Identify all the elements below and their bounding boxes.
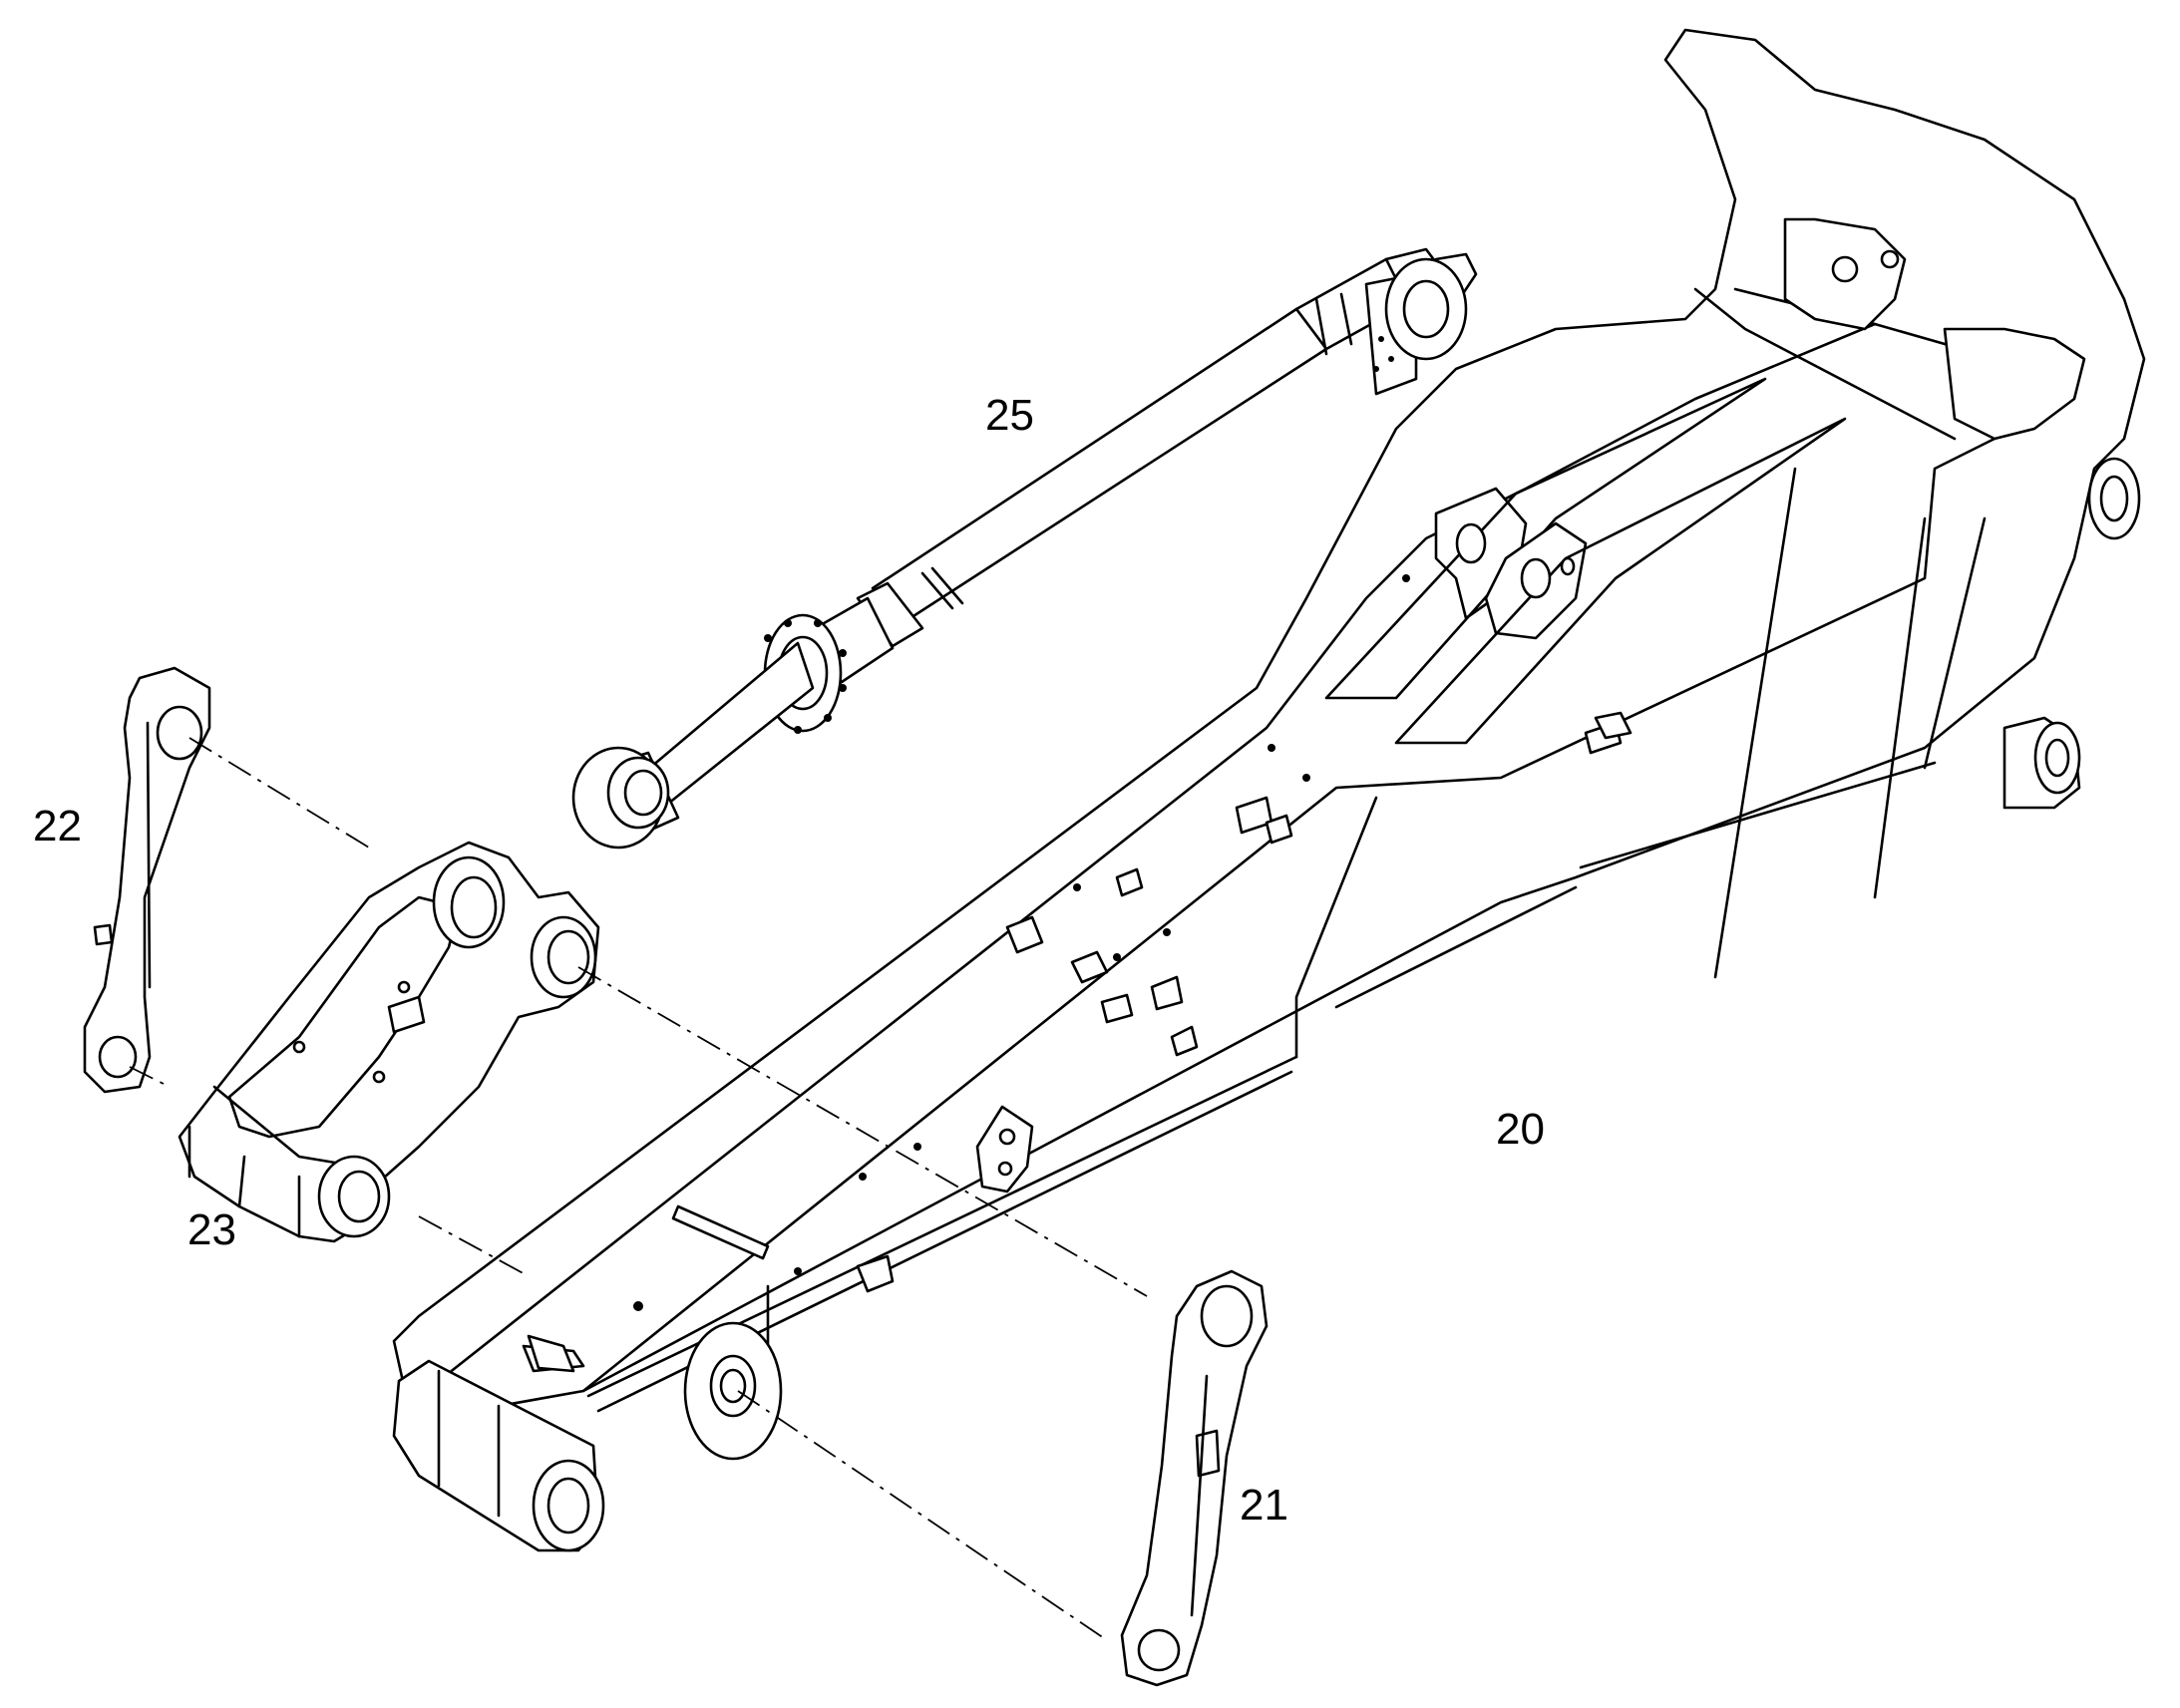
callout-part-22: 22	[33, 802, 82, 851]
link-part-21	[1120, 1269, 1269, 1687]
callout-part-23: 23	[187, 1205, 236, 1254]
hydraulic-cylinder	[571, 247, 1478, 850]
callout-part-21: 21	[1240, 1481, 1288, 1530]
boom-arm	[392, 28, 2146, 1552]
link-part-22	[83, 666, 211, 1094]
callout-part-25: 25	[985, 391, 1034, 440]
callout-part-20: 20	[1496, 1105, 1545, 1154]
assembly-centerlines	[129, 737, 1148, 1641]
rocker-link-part-23	[178, 841, 600, 1243]
